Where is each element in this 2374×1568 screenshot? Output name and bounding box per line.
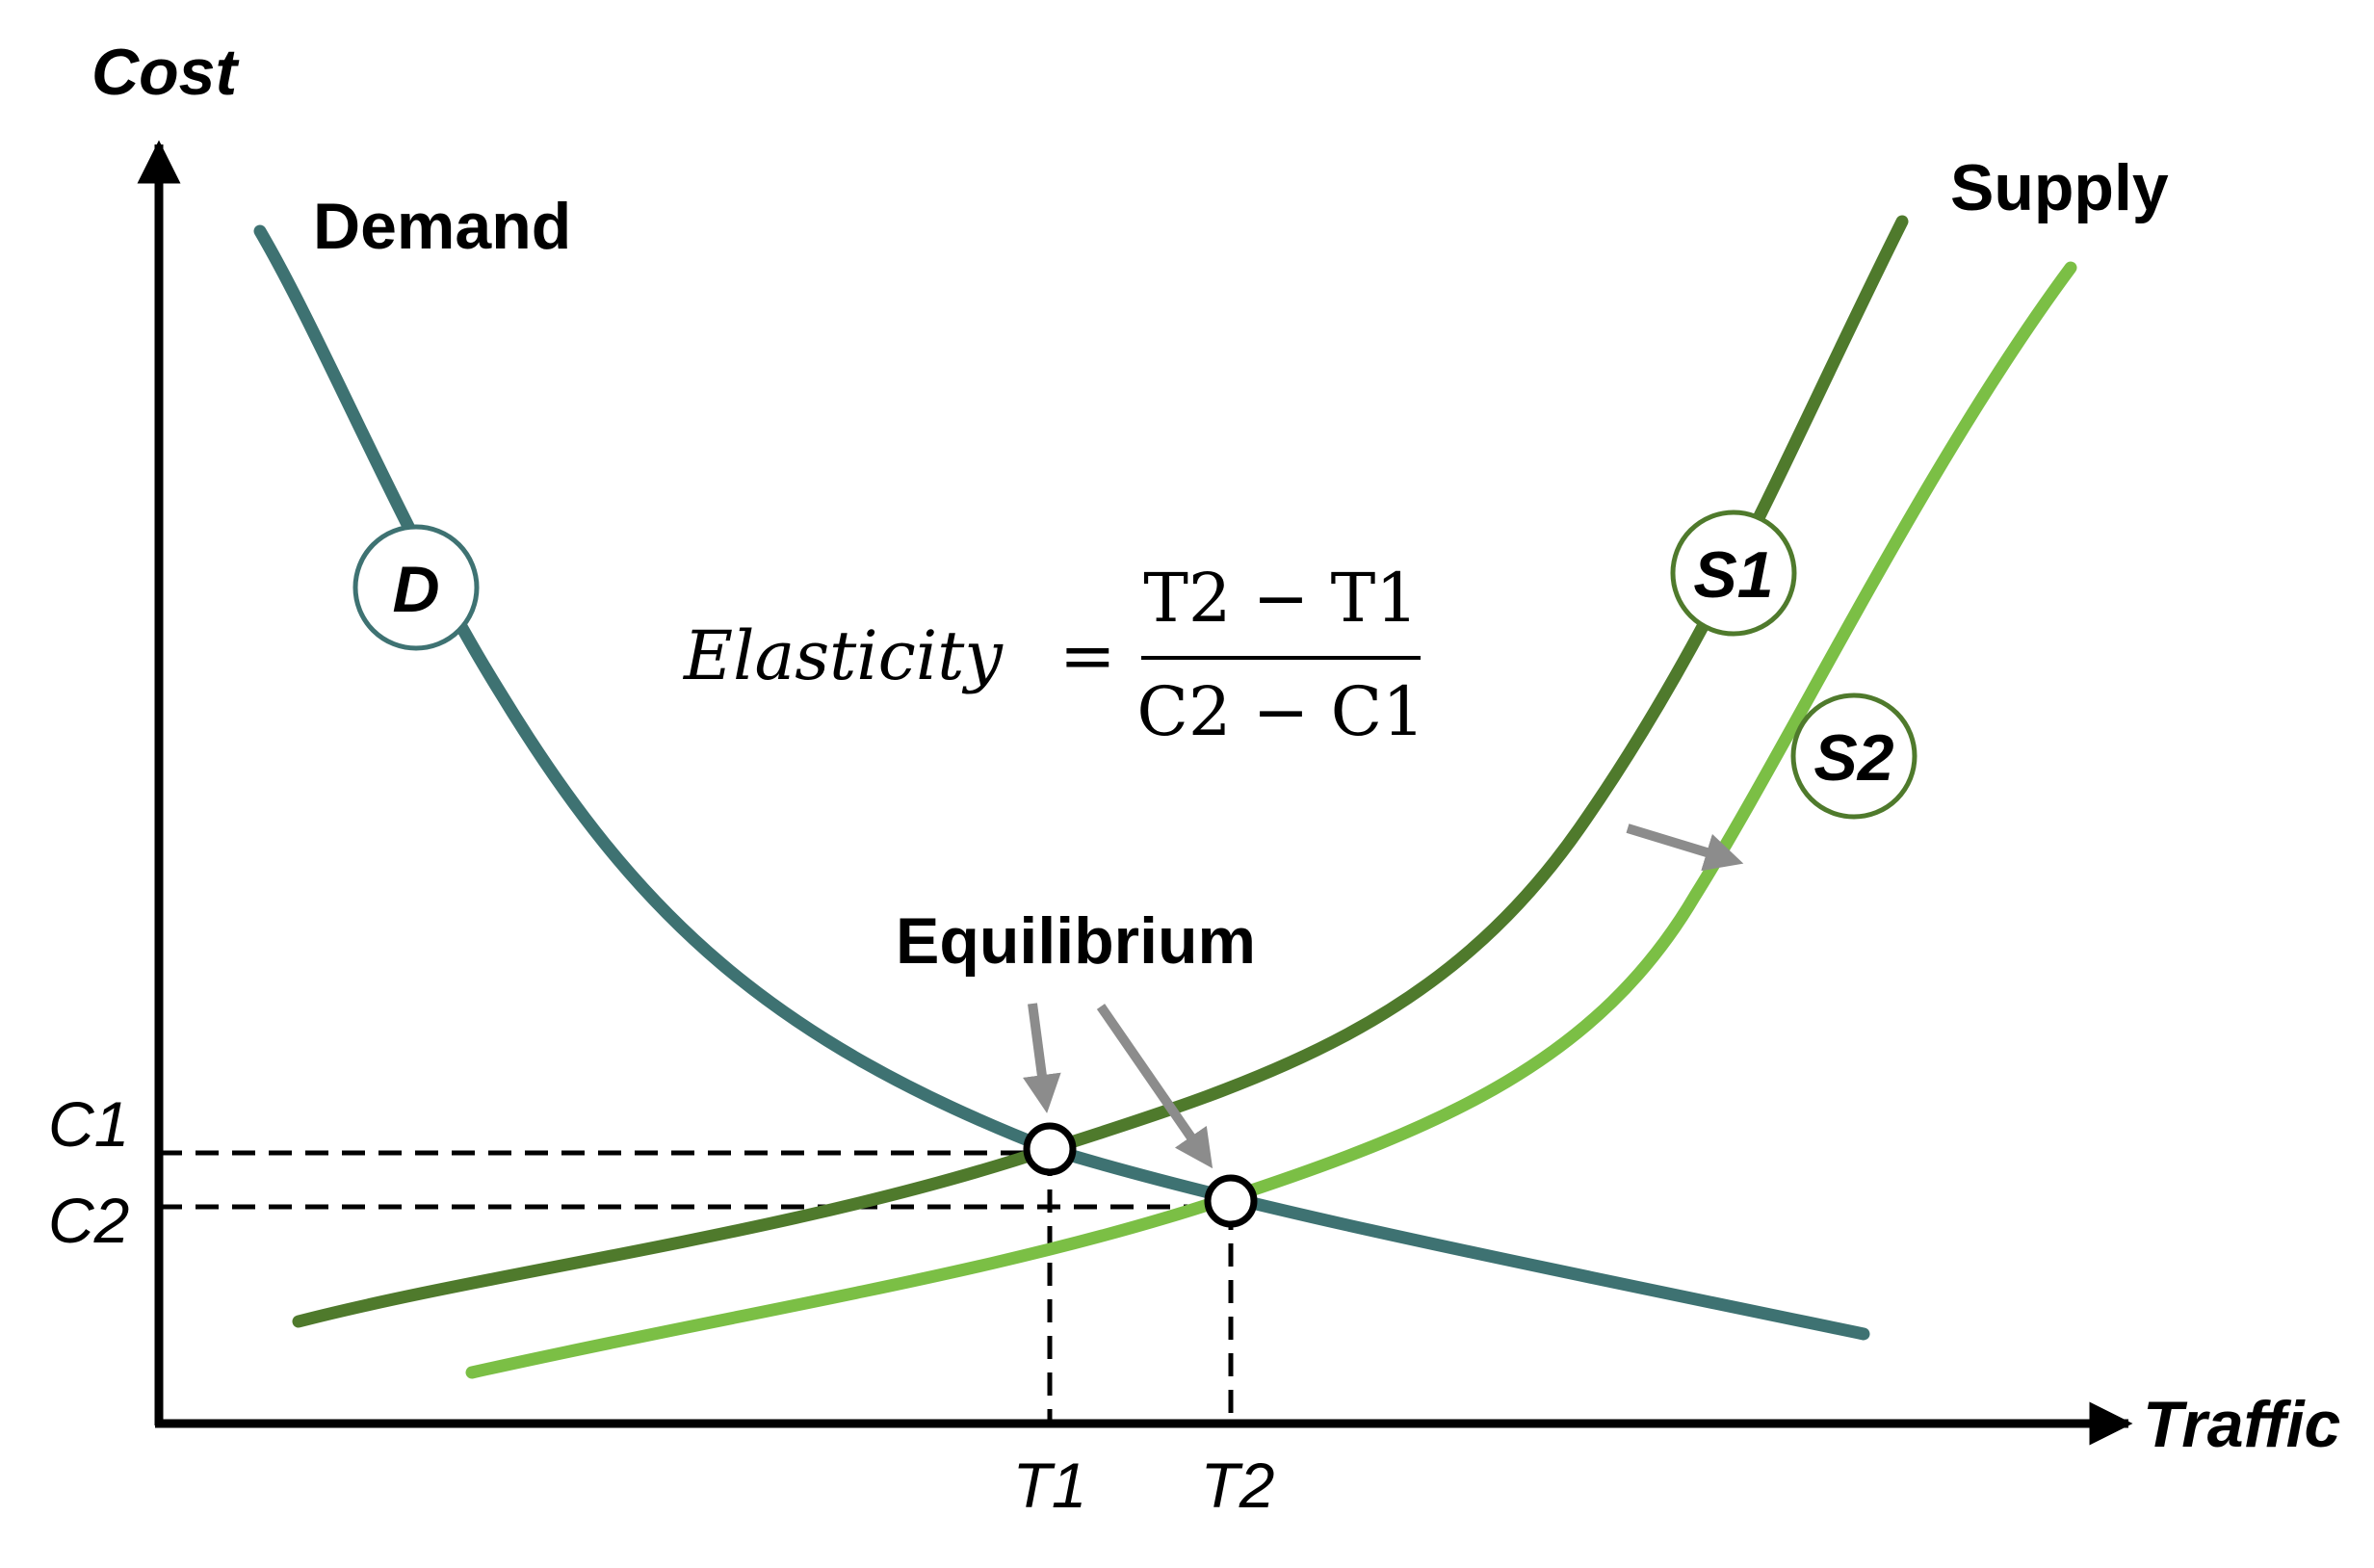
formula-lhs: Elasticity xyxy=(682,616,1004,695)
equilibrium-label: Equilibrium xyxy=(896,904,1256,978)
equilibrium-arrow-1 xyxy=(1023,1003,1061,1113)
s1-marker: S1 xyxy=(1670,510,1797,637)
elasticity-formula: Elasticity = T2 − T1 C2 − C1 xyxy=(682,559,1425,751)
s1-marker-label: S1 xyxy=(1693,538,1773,612)
demand-curve xyxy=(253,224,1870,1341)
tick-t1: T1 xyxy=(1012,1450,1086,1521)
demand-marker-label: D xyxy=(392,553,439,626)
demand-label: Demand xyxy=(313,190,571,263)
shift-arrow xyxy=(1626,823,1744,872)
formula-numerator: T2 − T1 xyxy=(1143,559,1419,638)
supply-curve-s1 xyxy=(292,215,1909,1328)
supply-label: Supply xyxy=(1950,151,2169,224)
formula-equals: = xyxy=(1059,616,1116,695)
equilibrium-point-1 xyxy=(1023,1122,1077,1176)
s1-marker-circle xyxy=(1670,510,1797,637)
x-axis-label: Traffic xyxy=(2143,1388,2340,1461)
s2-marker-label: S2 xyxy=(1813,721,1893,795)
guide-lines xyxy=(159,1150,1234,1424)
y-axis-label: Cost xyxy=(91,36,239,109)
equilibrium-point-2 xyxy=(1204,1174,1258,1228)
demand-marker: D xyxy=(352,524,480,651)
demand-marker-circle xyxy=(352,524,480,651)
tick-t2: T2 xyxy=(1200,1450,1274,1521)
tick-c2: C2 xyxy=(48,1185,129,1256)
formula-denominator: C2 − C1 xyxy=(1136,672,1424,751)
supply-curve-s2 xyxy=(465,261,2077,1379)
s2-marker-circle xyxy=(1790,693,1917,820)
equilibrium-arrow-2 xyxy=(1096,1004,1213,1169)
tick-c1: C1 xyxy=(48,1088,129,1160)
s2-marker: S2 xyxy=(1790,693,1917,820)
